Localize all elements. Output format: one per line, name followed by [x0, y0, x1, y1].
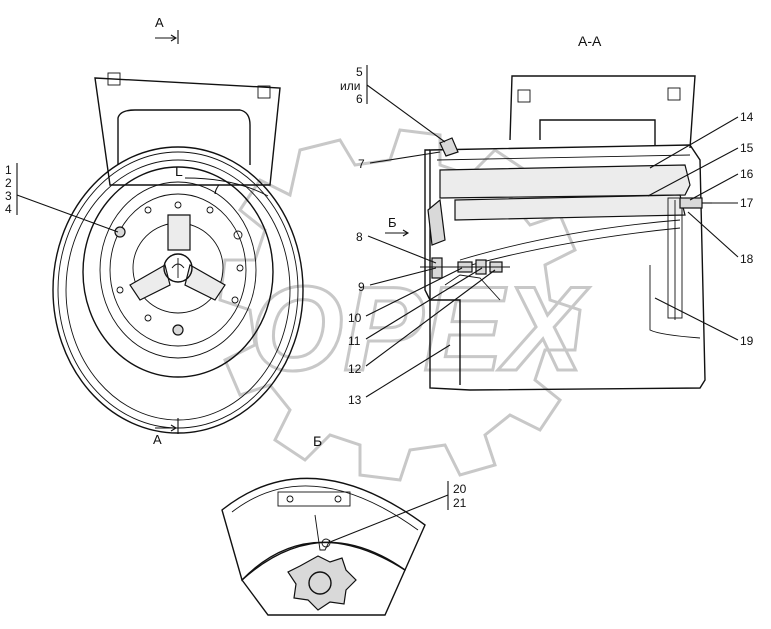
callout-15: 15	[647, 141, 754, 197]
callout-group-1-4: 1 2 3 4	[5, 163, 119, 233]
svg-text:15: 15	[740, 141, 754, 155]
svg-text:4: 4	[5, 202, 12, 216]
svg-text:21: 21	[453, 496, 467, 510]
view-arrow-b: Б	[385, 215, 410, 237]
section-view-title: А-А	[578, 33, 602, 49]
callout-8: 8	[356, 230, 437, 264]
arrow-b-label: Б	[388, 215, 397, 230]
angle-mark-digit: 7	[212, 181, 220, 197]
section-label-bottom: A	[153, 432, 162, 447]
svg-text:7: 7	[358, 157, 365, 171]
svg-text:или: или	[340, 79, 360, 93]
svg-text:6: 6	[356, 92, 363, 106]
section-view	[420, 75, 712, 391]
section-mark-bottom: A	[153, 418, 179, 447]
callout-group-20-21: 20 21	[329, 481, 467, 543]
section-label-top: A	[155, 15, 164, 30]
callout-17: 17	[712, 196, 754, 210]
svg-text:11: 11	[348, 334, 361, 348]
svg-text:16: 16	[740, 167, 754, 181]
section-mark-top: A	[155, 15, 179, 44]
callout-9: 9	[358, 267, 437, 294]
callout-14: 14	[649, 110, 754, 169]
svg-text:9: 9	[358, 280, 365, 294]
detail-view	[221, 477, 426, 616]
svg-text:13: 13	[348, 393, 362, 407]
callout-7: 7	[358, 151, 441, 171]
callout-18: 18	[687, 211, 754, 266]
svg-text:8: 8	[356, 230, 363, 244]
svg-text:17: 17	[740, 196, 754, 210]
svg-text:2: 2	[5, 176, 12, 190]
svg-text:14: 14	[740, 110, 754, 124]
svg-text:10: 10	[348, 311, 362, 325]
svg-text:1: 1	[5, 163, 12, 177]
svg-text:18: 18	[740, 252, 754, 266]
callout-16: 16	[689, 167, 754, 201]
angle-mark-label: L	[175, 163, 183, 179]
watermark-text: OPEX	[250, 262, 590, 396]
callout-19: 19	[654, 297, 754, 348]
callout-12: 12	[348, 269, 496, 376]
callout-11: 11	[348, 267, 483, 348]
svg-text:12: 12	[348, 362, 362, 376]
svg-text:20: 20	[453, 482, 467, 496]
callout-group-5-6: 5 или 6	[340, 65, 446, 143]
watermark-gear-icon: OPEX	[218, 128, 592, 482]
callout-10: 10	[348, 267, 463, 325]
callout-13: 13	[348, 344, 451, 407]
svg-text:3: 3	[5, 189, 12, 203]
svg-text:5: 5	[356, 65, 363, 79]
detail-view-title: Б	[313, 433, 322, 449]
svg-text:19: 19	[740, 334, 754, 348]
